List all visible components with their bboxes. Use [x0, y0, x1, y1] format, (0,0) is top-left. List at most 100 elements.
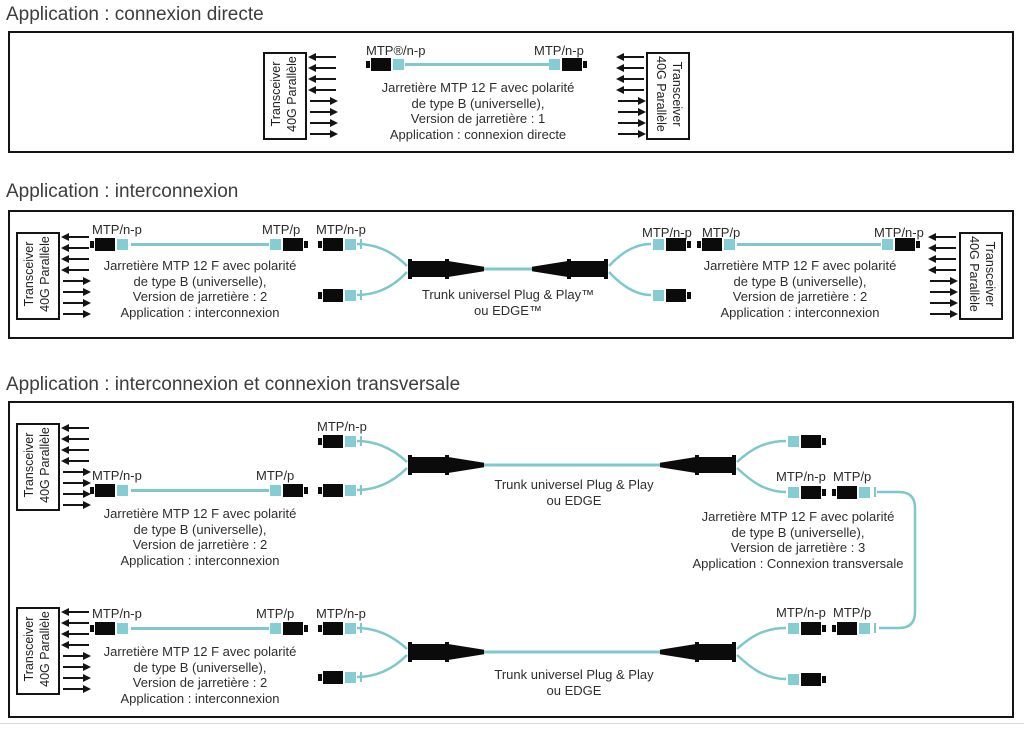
description-line: Jarretière MTP 12 F avec polarité	[103, 506, 297, 521]
connector-label: MTP/n-p	[317, 419, 367, 434]
connector-label: MTP/n-p	[874, 225, 924, 240]
connector-label: MTP/p	[262, 222, 301, 237]
arrow-left-icon	[928, 244, 957, 252]
description-line: Jarretière MTP 12 F avec polarité	[103, 644, 297, 659]
arrow-left-icon	[928, 233, 957, 241]
arrow-left-icon	[61, 266, 90, 274]
trunk-label-line2: ou EDGE	[546, 682, 602, 698]
transceiver-label-line1: Transceiver	[669, 61, 684, 127]
arrow-left-icon	[308, 64, 337, 72]
mtp-connector-icon	[318, 435, 356, 448]
arrow-right-icon	[62, 288, 91, 296]
arrow-left-icon	[61, 233, 90, 241]
arrow-right-icon	[62, 310, 91, 318]
connector-label: MTP/n-p	[92, 468, 142, 483]
description-line: de type B (universelle),	[133, 521, 267, 537]
trunk-connector-icon	[532, 259, 608, 279]
arrow-left-icon	[616, 86, 645, 94]
connector-label: MTP/n-p	[534, 43, 584, 58]
arrow-left-icon	[61, 446, 90, 454]
section-panel	[8, 401, 1014, 718]
connector-label: MTP/p	[256, 606, 295, 621]
transceiver-label: Transceiver 40G Parallèle	[646, 50, 690, 138]
mtp-connector-icon	[90, 238, 128, 251]
trunk-connector-icon	[408, 259, 484, 279]
transceiver-label-line2: 40G Parallèle	[38, 427, 52, 503]
transceiver-box: Transceiver 40G Parallèle	[16, 423, 60, 511]
description-line: Application : connexion directe	[389, 126, 567, 142]
transceiver-label-line2: 40G Parallèle	[38, 611, 52, 687]
transceiver-label: Transceiver 40G Parallèle	[959, 230, 1003, 318]
connector-label: MTP/p	[833, 605, 872, 620]
description-line: de type B (universelle),	[411, 95, 545, 111]
trunk-connector-icon	[408, 642, 484, 662]
connector-label: MTP/n-p	[642, 225, 692, 240]
jarretiere-description: Jarretière MTP 12 F avec polarité de typ…	[55, 258, 345, 320]
transceiver-label-line2: 40G Parallèle	[38, 236, 52, 312]
arrow-left-icon	[616, 75, 645, 83]
transceiver-label-line2: 40G Parallèle	[285, 56, 299, 132]
trunk-label-line1: Trunk universel Plug & Play™	[421, 287, 595, 302]
mtp-connector-icon	[270, 622, 308, 635]
rx-signal-arrows	[928, 233, 957, 274]
mtp-connector-icon	[832, 486, 870, 499]
rx-signal-arrows	[61, 424, 90, 465]
tx-signal-arrows	[617, 97, 646, 138]
connector-label: MTP/n-p	[92, 222, 142, 237]
description-line: Jarretière MTP 12 F avec polarité	[701, 509, 895, 524]
arrow-left-icon	[308, 53, 337, 61]
trunk-connector-icon	[660, 642, 736, 662]
arrow-left-icon	[61, 435, 90, 443]
mtp-connector-icon	[318, 671, 356, 684]
arrow-right-icon	[929, 277, 958, 285]
description-line: de type B (universelle),	[133, 273, 267, 289]
description-line: de type B (universelle),	[133, 659, 267, 675]
description-line: Application : Connexion transversale	[692, 555, 904, 571]
description-line: de type B (universelle),	[733, 273, 867, 289]
jarretiere-description: Jarretière MTP 12 F avec polarité de typ…	[655, 258, 945, 320]
arrow-right-icon	[617, 108, 646, 116]
transceiver-box: Transceiver 40G Parallèle	[959, 232, 1003, 320]
arrow-right-icon	[309, 130, 338, 138]
mtp-connector-icon	[90, 484, 128, 497]
mtp-connector-icon	[549, 58, 587, 71]
mtp-connector-icon	[788, 435, 826, 448]
connector-label: MTP®/n-p	[366, 43, 426, 58]
arrow-left-icon	[61, 619, 90, 627]
mtp-connector-icon	[788, 673, 826, 686]
transceiver-label: Transceiver 40G Parallèle	[263, 50, 307, 138]
jarretiere-description: Jarretière MTP 12 F avec polarité de typ…	[328, 80, 628, 142]
connector-label: MTP/n-p	[316, 222, 366, 237]
connector-label: MTP/p	[702, 225, 741, 240]
description-line: Application : interconnexion	[720, 304, 880, 320]
description-line: Version de jarretière : 1	[410, 111, 546, 126]
arrow-left-icon	[61, 641, 90, 649]
mtp-connector-icon	[653, 238, 691, 251]
transceiver-label-line1: Transceiver	[22, 241, 37, 307]
transceiver-label-line2: 40G Parallèle	[654, 56, 668, 132]
transceiver-box: Transceiver 40G Parallèle	[16, 607, 60, 695]
trunk-label-line1: Trunk universel Plug & Play	[494, 667, 654, 682]
jarretiere-description: Jarretière MTP 12 F avec polarité de typ…	[55, 644, 345, 706]
arrow-right-icon	[62, 652, 91, 660]
cross-jarretiere-description: Jarretière MTP 12 F avec polarité de typ…	[650, 509, 946, 571]
transceiver-label: Transceiver 40G Parallèle	[16, 230, 60, 318]
transceiver-label: Transceiver 40G Parallèle	[16, 605, 60, 693]
trunk-label-line2: ou EDGE™	[474, 302, 542, 318]
jarretiere-description: Jarretière MTP 12 F avec polarité de typ…	[55, 506, 345, 568]
arrow-right-icon	[617, 97, 646, 105]
transceiver-label: Transceiver 40G Parallèle	[16, 421, 60, 509]
rx-signal-arrows	[308, 53, 337, 94]
arrow-left-icon	[61, 608, 90, 616]
description-line: Application : interconnexion	[120, 690, 280, 706]
arrow-left-icon	[308, 86, 337, 94]
transceiver-label-line1: Transceiver	[22, 616, 37, 682]
trunk-label: Trunk universel Plug & Play ou EDGE	[466, 667, 682, 698]
trunk-label-line2: ou EDGE	[546, 492, 602, 508]
transceiver-label-line2: 40G Parallèle	[967, 236, 981, 312]
section-panel	[8, 210, 1014, 339]
transceiver-label-line1: Transceiver	[982, 241, 997, 307]
rx-signal-arrows	[61, 608, 90, 649]
arrow-right-icon	[62, 479, 91, 487]
